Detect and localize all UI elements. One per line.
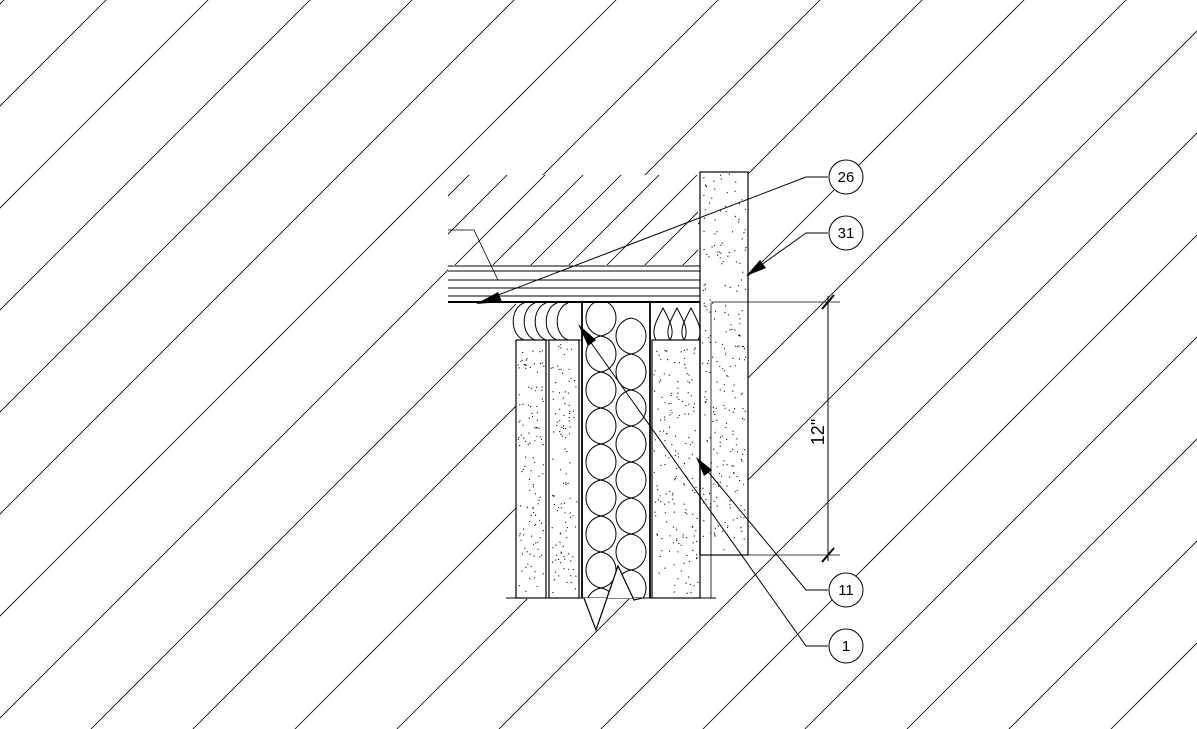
callout-1-label: 1 [842,638,850,655]
callout-31-label: 31 [838,225,855,242]
callout-31: 31 [828,215,864,251]
stipple-texture [517,173,747,594]
small-insulation [652,306,700,340]
callout-1: 1 [828,628,864,664]
wall-assembly [448,171,749,632]
break-line [583,564,643,632]
dimension-label: 12" [808,419,828,445]
callout-11: 11 [828,572,864,608]
callout-leaders [476,176,828,647]
callout-26-label: 26 [838,169,855,186]
batt-insulation [585,302,647,598]
callout-26: 26 [828,159,864,195]
callout-11-label: 11 [838,582,854,599]
dimension-12in: 12" [711,294,840,563]
wood-blocking [512,302,582,341]
